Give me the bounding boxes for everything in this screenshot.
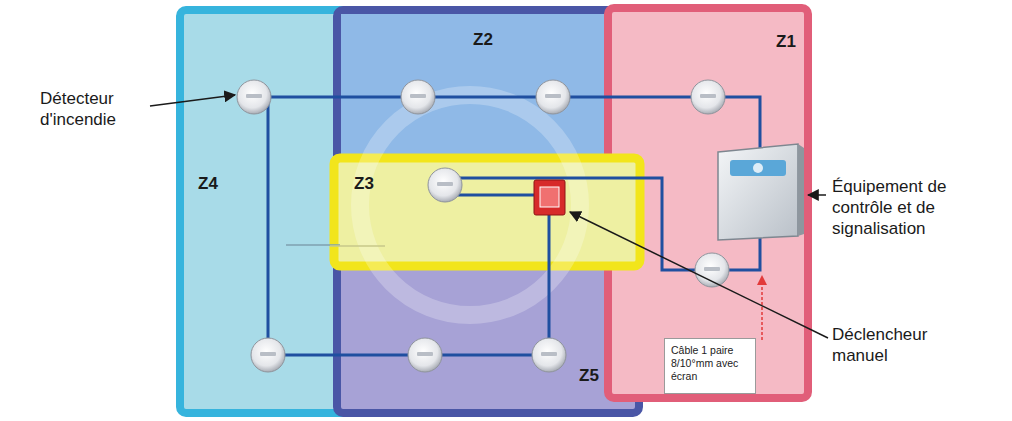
zone-label: Z5 — [579, 366, 599, 386]
zone-area: Z1Câble 1 paire 8/10°mm avec écran — [608, 8, 808, 398]
zone-label: Z3 — [354, 174, 374, 194]
cable-pointer — [761, 276, 763, 340]
smoke-detector — [237, 80, 729, 372]
zone-area: Z3 — [334, 158, 640, 266]
background-swirl — [360, 95, 580, 315]
leader-line — [808, 194, 826, 196]
zone-area: Z5 — [337, 266, 639, 413]
zone-label: Z1 — [776, 32, 796, 52]
callout-text: Équipement de contrôle et de signalisati… — [832, 176, 1004, 239]
detector-slots — [246, 94, 720, 356]
zone-area: Z4 — [180, 10, 348, 413]
callout-label: Équipement de contrôle et de signalisati… — [832, 176, 1004, 239]
manual-call-point — [534, 180, 565, 215]
zone-fill — [180, 10, 348, 413]
callout-label: Déclencheur manuel — [832, 324, 972, 366]
leader-line — [150, 95, 235, 106]
loop-wire — [268, 97, 760, 355]
control-panel — [718, 144, 804, 240]
zone-fill — [334, 158, 640, 266]
cable-note-box: Câble 1 paire 8/10°mm avec écran — [664, 338, 756, 394]
cable-note: Câble 1 paire 8/10°mm avec écran — [671, 344, 749, 383]
zone-label: Z2 — [473, 30, 493, 50]
callout-text: Déclencheur manuel — [832, 324, 972, 366]
partition-line — [330, 245, 385, 247]
zone-label: Z4 — [198, 174, 218, 194]
leader-line — [570, 212, 828, 338]
zone-area: Z2 — [337, 10, 639, 160]
callout-text: Détecteur d'incendie — [40, 88, 148, 130]
callout-label: Détecteur d'incendie — [40, 88, 148, 130]
